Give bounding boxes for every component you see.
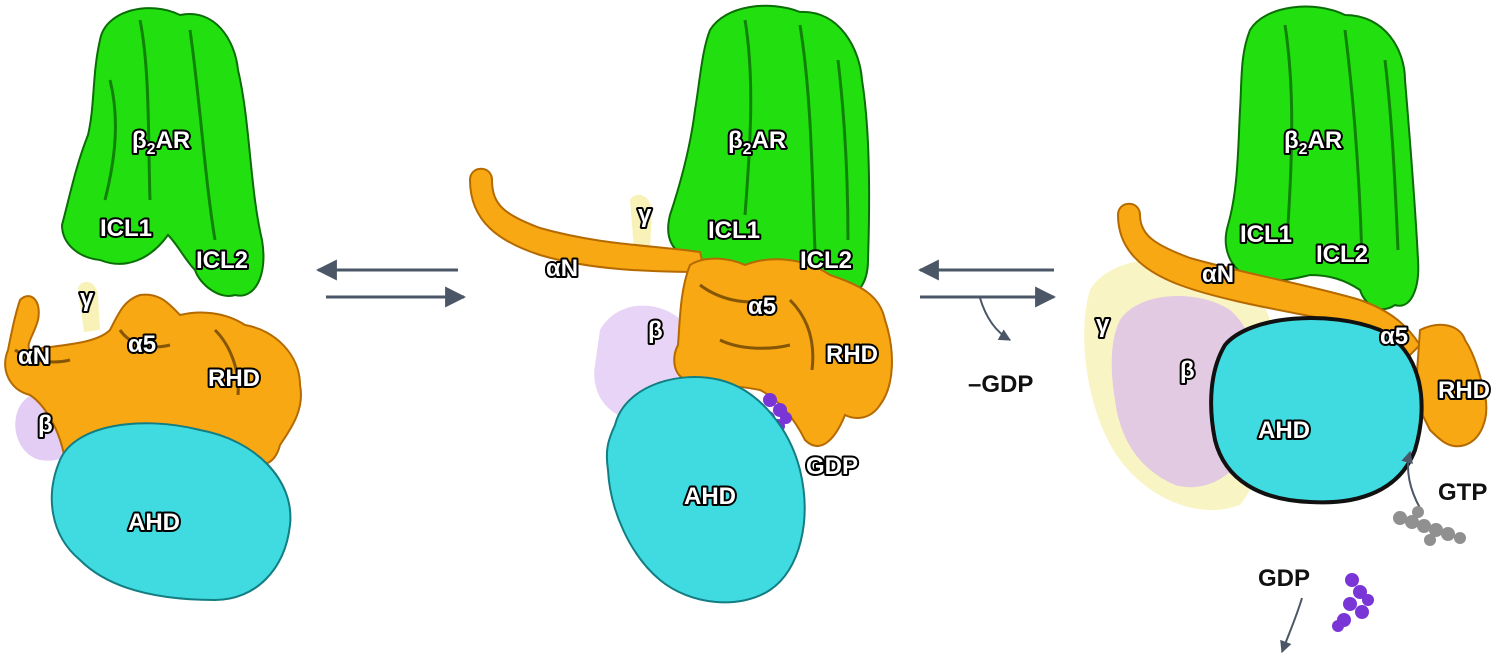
icl2-label-3: ICL2 bbox=[1316, 241, 1368, 268]
g-alpha-ras-1 bbox=[4, 293, 302, 466]
panel-1: β2AR ICL1 ICL2 γ αN α5 RHD β AHD bbox=[4, 7, 302, 602]
equilibrium-arrows-2 bbox=[917, 259, 1057, 341]
receptor-label-3: β2AR bbox=[1284, 127, 1342, 158]
receptor-label-1: β2AR bbox=[132, 127, 190, 158]
beta-label-2: β bbox=[648, 317, 663, 344]
ahd-label-3: AHD bbox=[1258, 417, 1310, 444]
gdp-label-2: GDP bbox=[806, 453, 858, 480]
ahd-3 bbox=[1209, 316, 1424, 505]
gamma-label-2: γ bbox=[638, 201, 652, 228]
ahd-label-2: AHD bbox=[684, 483, 736, 510]
alpha5-label-3: α5 bbox=[1380, 323, 1408, 350]
panel-3: β2AR ICL1 ICL2 αN γ α5 β RHD AHD GTP GDP bbox=[1084, 5, 1492, 654]
rhd-label-3: RHD bbox=[1438, 377, 1490, 404]
alpha5-label-1: α5 bbox=[128, 331, 156, 358]
gamma-subunit-1 bbox=[78, 281, 100, 332]
ahd-1 bbox=[50, 422, 292, 602]
minus-gdp-label: –GDP bbox=[968, 371, 1033, 398]
g-alpha-ras-2 bbox=[673, 257, 893, 447]
beta-label-1: β bbox=[38, 411, 53, 438]
released-gdp-molecule bbox=[1332, 573, 1374, 632]
gtp-label-3: GTP bbox=[1438, 479, 1487, 506]
alpha5-label-2: α5 bbox=[748, 293, 776, 320]
rhd-label-2: RHD bbox=[826, 341, 878, 368]
ahd-2 bbox=[605, 376, 806, 604]
alpha-n-label-3: αN bbox=[1202, 261, 1234, 288]
beta-label-3: β bbox=[1180, 357, 1195, 384]
gamma-label-1: γ bbox=[80, 285, 94, 312]
g-alpha-ras-3 bbox=[1413, 323, 1488, 448]
icl1-label-2: ICL1 bbox=[708, 217, 760, 244]
gtp-molecule-3 bbox=[1393, 506, 1466, 546]
icl2-label-1: ICL2 bbox=[196, 247, 248, 274]
icl1-label-1: ICL1 bbox=[100, 215, 152, 242]
alpha-n-label-2: αN bbox=[546, 255, 578, 282]
alpha-n-helix-2 bbox=[468, 167, 707, 274]
equilibrium-arrows-1 bbox=[315, 259, 467, 308]
ahd-label-1: AHD bbox=[128, 509, 180, 536]
icl1-label-3: ICL1 bbox=[1240, 221, 1292, 248]
receptor-label-2: β2AR bbox=[728, 127, 786, 158]
rhd-label-1: RHD bbox=[208, 365, 260, 392]
icl2-label-2: ICL2 bbox=[800, 247, 852, 274]
panel-2: β2AR ICL1 ICL2 γ αN α5 β RHD GDP AHD bbox=[468, 4, 893, 604]
gamma-subunit-2 bbox=[630, 194, 652, 250]
gamma-label-3: γ bbox=[1096, 311, 1110, 338]
gdp-label-3: GDP bbox=[1258, 565, 1310, 592]
alpha-n-label-1: αN bbox=[18, 343, 50, 370]
